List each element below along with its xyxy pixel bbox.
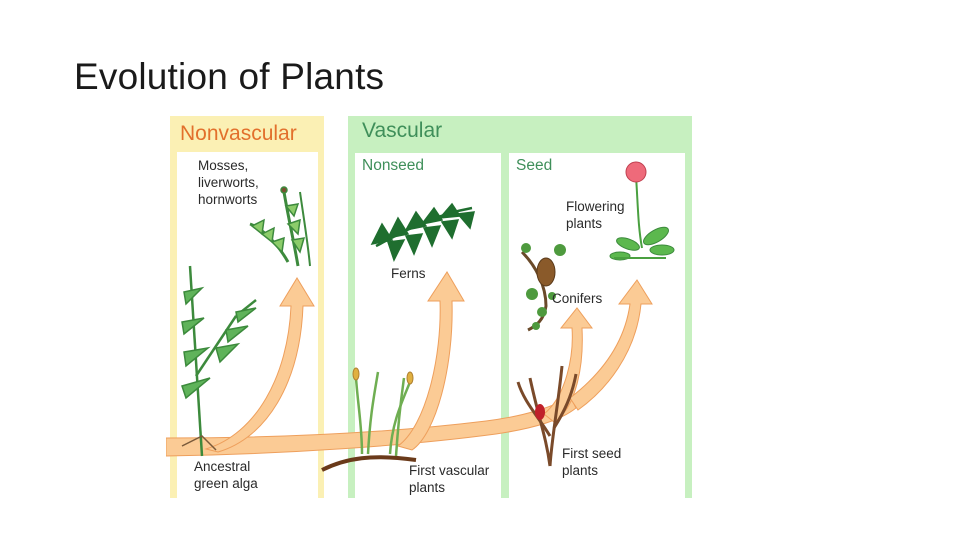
label-mosses: Mosses, liverworts, hornworts: [198, 158, 259, 207]
label-flowering-plants: Flowering plants: [566, 199, 625, 231]
label-ancestral-green-alga: Ancestral green alga: [194, 459, 258, 491]
header-nonvascular: Nonvascular: [180, 122, 297, 145]
flowering-plant-drawing: [609, 161, 675, 261]
alga-roots: [181, 435, 217, 451]
first-vascular-plant-drawing: [321, 367, 417, 472]
label-first-vascular-plants: First vascular plants: [409, 463, 490, 495]
flower-head: [625, 161, 647, 183]
conifer-drawing: [520, 243, 566, 332]
pine-cone: [536, 257, 556, 287]
fern-drawing: [370, 202, 475, 262]
header-seed: Seed: [516, 157, 553, 174]
label-conifers: Conifers: [552, 291, 603, 306]
evolution-arrows: [166, 271, 653, 457]
branch-to-mosses: [204, 277, 315, 453]
header-nonseed: Nonseed: [362, 157, 425, 174]
main-trunk-arrow: [166, 395, 577, 457]
label-ferns: Ferns: [391, 266, 426, 281]
header-vascular: Vascular: [362, 119, 443, 142]
diagram-artwork: [166, 116, 692, 498]
label-first-seed-plants: First seed plants: [562, 446, 622, 478]
ancestral-alga-drawing: [181, 265, 257, 457]
branch-to-flowering: [569, 279, 653, 411]
plant-evolution-diagram: Nonvascular Vascular Nonseed Seed Mosses…: [166, 116, 692, 498]
slide-title: Evolution of Plants: [74, 56, 385, 97]
first-seed-plant-drawing: [516, 365, 578, 467]
branch-to-conifers: [543, 307, 593, 423]
moss-drawing: [249, 186, 311, 267]
branch-to-ferns: [396, 271, 465, 451]
